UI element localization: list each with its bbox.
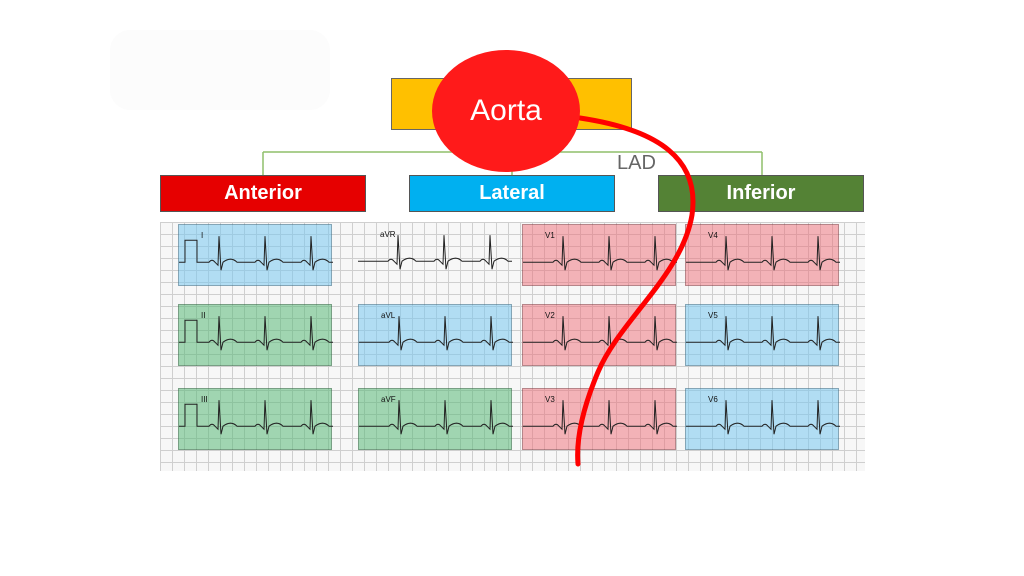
lead-panel-avf: aVF: [358, 388, 513, 450]
ecg-waveform: [686, 236, 840, 271]
ecg-waveform: [523, 400, 677, 435]
lead-label: V3: [545, 395, 555, 404]
ecg-waveform: [523, 316, 677, 351]
category-inferior-label: Inferior: [726, 182, 796, 204]
ecg-waveform: [359, 316, 513, 351]
lead-panel-v2: V2: [522, 304, 677, 366]
lead-label: V1: [545, 231, 555, 240]
faded-logo: [110, 30, 330, 110]
lead-panel-v4: V4: [685, 224, 840, 286]
lead-label: III: [201, 395, 208, 404]
ecg-waveform: [179, 316, 333, 351]
category-lateral: Lateral: [409, 175, 615, 212]
lead-label: V4: [708, 231, 718, 240]
lead-label: V5: [708, 311, 718, 320]
aorta-label: Aorta: [470, 94, 542, 127]
ecg-waveform: [523, 236, 677, 271]
lad-label: LAD: [617, 152, 656, 174]
lead-panel-v3: V3: [522, 388, 677, 450]
lead-label: aVL: [381, 311, 396, 320]
lead-panel-iii: III: [178, 388, 333, 450]
lead-panel-avl: aVL: [358, 304, 513, 366]
ecg-waveform: [686, 400, 840, 435]
lead-label: aVF: [381, 395, 396, 404]
lead-panel-avr: aVR: [358, 224, 512, 286]
ecg-waveform: [358, 235, 512, 270]
lead-label: V6: [708, 395, 718, 404]
lead-label: I: [201, 231, 204, 240]
lead-label: aVR: [380, 230, 396, 239]
ecg-waveform: [179, 236, 333, 271]
ecg-waveform: [359, 400, 513, 435]
lead-panel-v5: V5: [685, 304, 840, 366]
lead-label: V2: [545, 311, 555, 320]
aorta-circle: Aorta: [432, 50, 580, 172]
ecg-waveform: [686, 316, 840, 351]
ecg-waveform: [179, 400, 333, 435]
category-anterior: Anterior: [160, 175, 366, 212]
lead-panel-v6: V6: [685, 388, 840, 450]
lead-panel-i: I: [178, 224, 333, 286]
lead-panel-ii: II: [178, 304, 333, 366]
lead-label: II: [201, 311, 206, 320]
category-anterior-label: Anterior: [224, 182, 302, 204]
category-lateral-label: Lateral: [479, 182, 545, 204]
